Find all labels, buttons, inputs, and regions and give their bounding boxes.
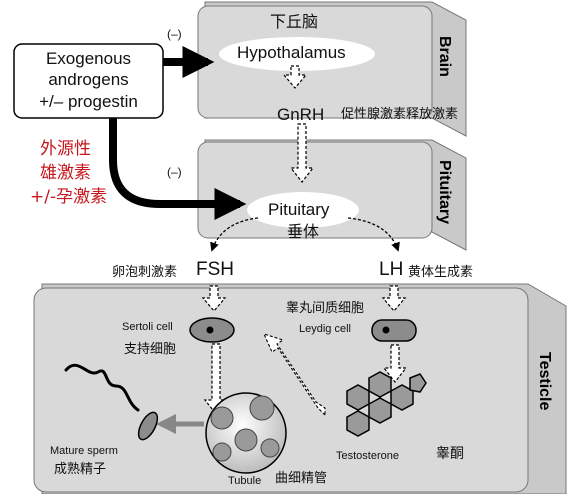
pituitary-label: Pituitary: [268, 200, 330, 219]
pituitary-zh-label: 垂体: [287, 222, 320, 241]
lh-to-leydig-arrow: [381, 285, 407, 312]
brain-feedback-sign: (–): [167, 27, 182, 41]
fsh-label: FSH: [196, 259, 234, 280]
pituitary-to-fsh-arrow: [210, 217, 259, 252]
hypothalamus-label: Hypothalamus: [237, 43, 346, 62]
testicle-panel: [33, 283, 567, 494]
leydig-zh-label: 睾丸间质细胞: [286, 301, 365, 316]
tubule-shape: [205, 392, 287, 474]
sperm-label: Mature sperm: [50, 445, 118, 457]
leydig-cell-shape: [371, 319, 417, 342]
hollow-arrows: [201, 65, 408, 415]
sertoli-to-tubule-arrow: [203, 343, 229, 415]
hypothalamus-zh-label: 下丘脑: [270, 12, 319, 31]
exogenous-zh-2: 雄激素: [40, 163, 91, 183]
exogenous-zh-3: +/-孕激素: [30, 187, 108, 207]
pituitary-inhibition-arrow: [109, 118, 247, 220]
testosterone-zh-label: 睾酮: [436, 446, 464, 462]
exogenous-line-3: +/– progestin: [39, 92, 138, 111]
sertoli-zh-label: 支持细胞: [124, 342, 177, 357]
lh-zh-label: 黄体生成素: [408, 265, 474, 280]
exogenous-line-1: Exogenous: [45, 49, 132, 68]
fsh-zh-label: 卵泡刺激素: [112, 265, 178, 280]
gnrh-to-pituitary-arrow: [289, 123, 315, 183]
gnrh-zh-label: 促性腺激素释放激素: [341, 107, 459, 122]
pituitary-to-lh-arrow: [347, 217, 400, 252]
pituitary-blob: [247, 192, 359, 228]
testosterone-molecule: [346, 371, 427, 437]
sertoli-nucleus: [206, 326, 214, 334]
testosterone-to-sertoli-arrow: [263, 333, 326, 417]
leydig-label: Leydig cell: [299, 323, 351, 335]
leydig-to-testosterone-arrow: [382, 344, 408, 383]
brain-panel: [197, 1, 467, 137]
exogenous-zh-1: 外源性: [40, 139, 91, 159]
hypothalamus-blob: [219, 37, 375, 71]
testosterone-label: Testosterone: [336, 450, 399, 462]
gnrh-label: GnRH: [277, 105, 325, 124]
hypothalamus-to-gnrh-arrow: [282, 65, 308, 89]
fsh-to-sertoli-arrow: [201, 285, 227, 312]
exogenous-line-2: androgens: [48, 70, 129, 89]
pituitary-region-label: Pituitary: [436, 160, 453, 225]
sperm-zh-label: 成熟精子: [54, 462, 107, 477]
tubule-label: Tubule: [228, 475, 262, 487]
exogenous-box: [13, 43, 164, 119]
sperm-icon: [64, 363, 159, 441]
leydig-nucleus: [382, 326, 390, 334]
lh-label: LH: [379, 259, 404, 280]
sertoli-label: Sertoli cell: [122, 321, 173, 333]
testicle-label: Testicle: [536, 352, 553, 411]
brain-label: Brain: [436, 36, 453, 77]
pituitary-feedback-sign: (–): [167, 165, 182, 179]
tubule-zh-label: 曲细精管: [275, 471, 328, 486]
